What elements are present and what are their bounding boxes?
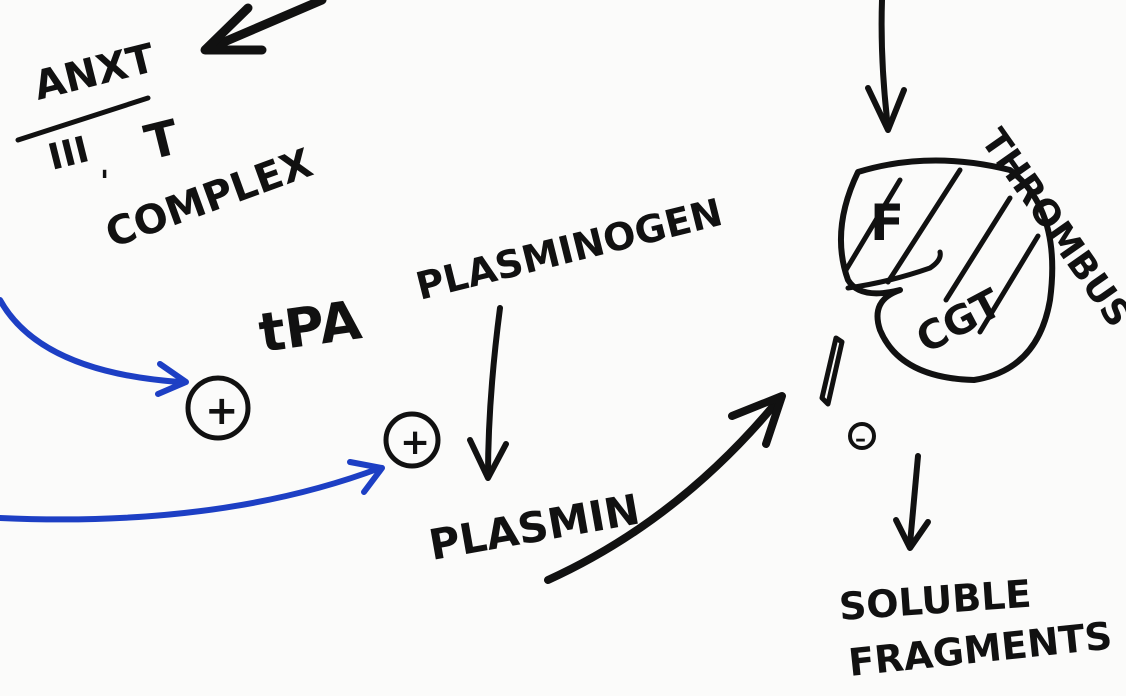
arrow-to-antithrombin — [200, 0, 327, 55]
plus-symbol-1: + — [205, 388, 239, 434]
arrow-plasmin-to-thrombus — [544, 392, 786, 584]
complex-word-label: COMPLEX — [100, 140, 319, 257]
plus-circle-tpa: + — [185, 375, 251, 441]
soluble-label: SOLUBLE — [838, 572, 1033, 629]
antithrombin-complex-label: ANXT III T ' COMPLEX — [15, 35, 319, 257]
blue-arrow-upper — [0, 297, 189, 397]
complex-t-label: T — [139, 109, 185, 171]
blue-arrow-lower — [0, 459, 385, 523]
minus-symbol: – — [855, 427, 866, 452]
plus-symbol-2: + — [400, 422, 430, 463]
plasmin-label: PLASMIN — [425, 485, 643, 570]
arrow-plasminogen-to-plasmin — [467, 305, 509, 481]
fraction-line — [15, 95, 151, 143]
arrow-to-soluble-fragments — [893, 453, 931, 551]
plus-circle-plasmin: + — [383, 411, 441, 469]
antithrombin-three-label: III — [44, 129, 93, 179]
tpa-label: tPA — [255, 288, 365, 365]
arrow-down-to-thrombus — [865, 0, 907, 133]
fibrin-letter: F — [870, 194, 904, 252]
complex-comma: ' — [100, 165, 109, 200]
clot-letters: CGT — [909, 280, 1010, 363]
cleavage-marks: – — [819, 335, 876, 452]
plasminogen-label: PLASMINOGEN — [412, 190, 727, 309]
